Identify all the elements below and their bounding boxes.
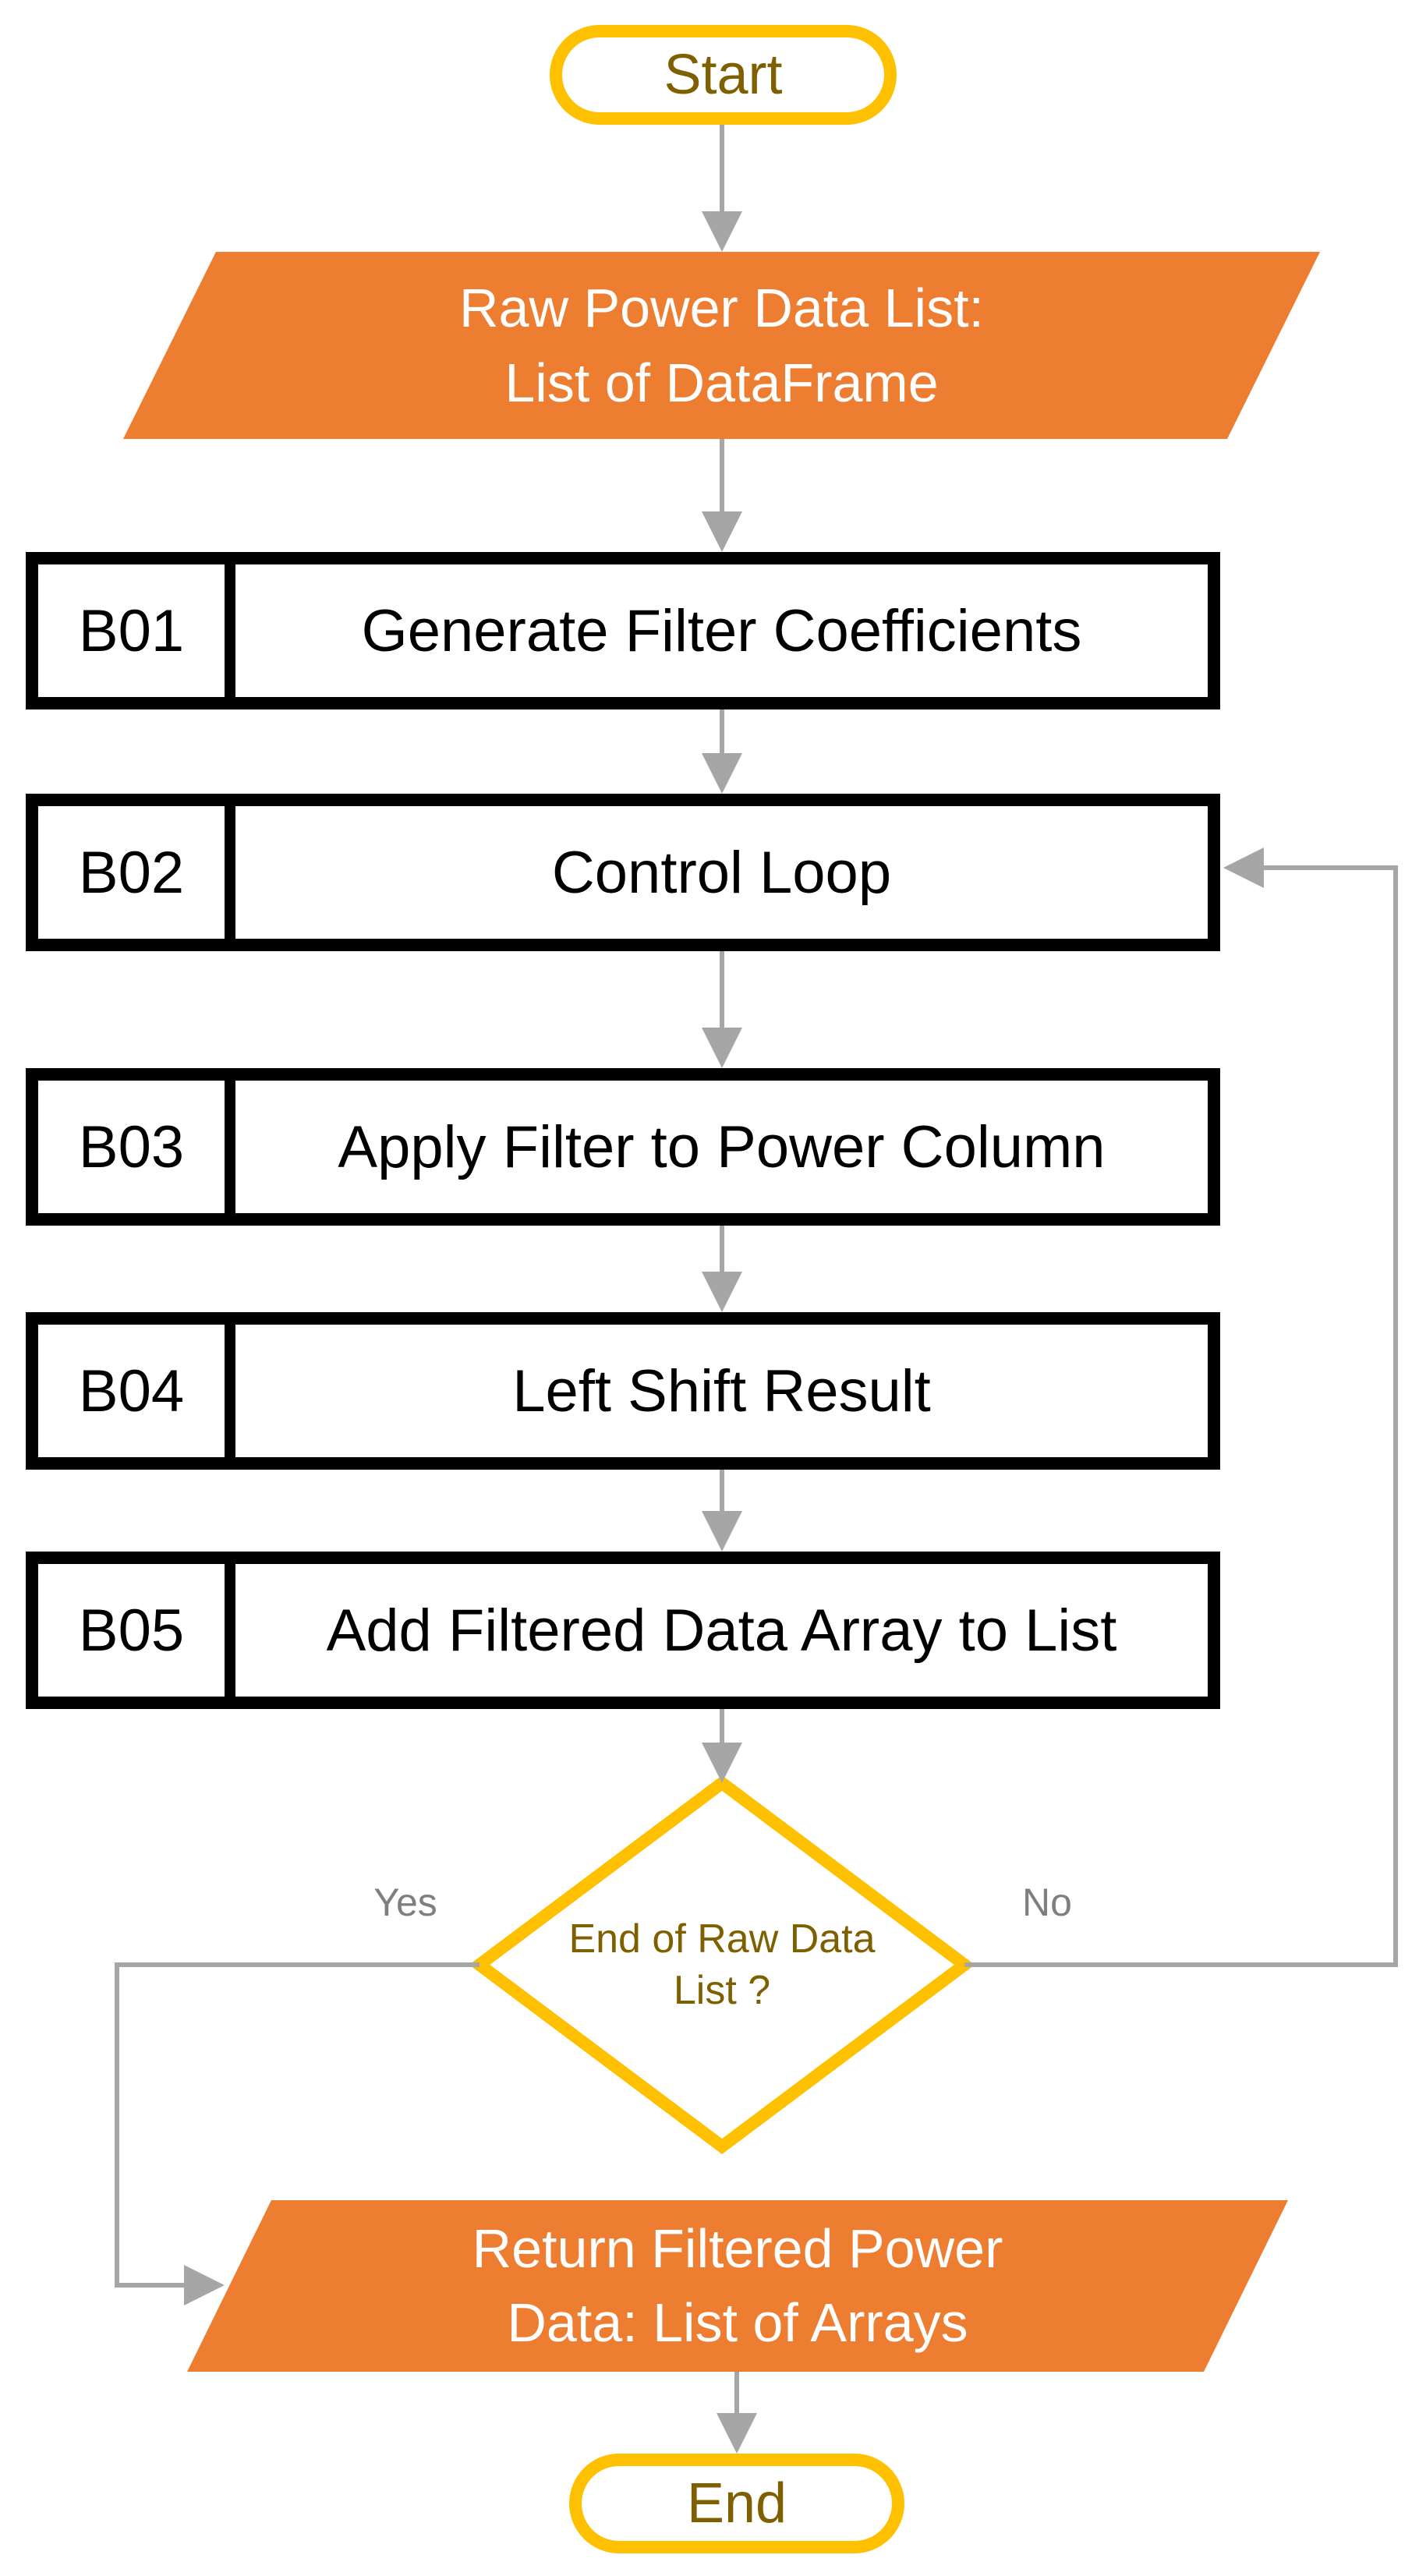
arrowhead-down-icon [702, 511, 742, 552]
process-label-b01: Generate Filter Coefficients [361, 597, 1082, 664]
end-label: End [686, 2472, 787, 2535]
no-branch-label: No [1022, 1881, 1072, 1924]
arrowhead-down-icon [702, 211, 742, 252]
process-id-b04: B04 [38, 1325, 235, 1457]
process-label-b05: Add Filtered Data Array to List [326, 1597, 1117, 1664]
process-id-b02: B02 [38, 806, 235, 939]
connector-b04-to-b05 [702, 1470, 742, 1552]
connector-input-to-b01 [702, 439, 742, 552]
connector-output-to-end [717, 2372, 757, 2454]
connector-b05-to-decision [702, 1709, 742, 1783]
decision-line1: End of Raw Data [568, 1916, 876, 1962]
process-box-b02: B02 Control Loop [26, 794, 1220, 951]
arrowhead-down-icon [702, 1743, 742, 1783]
output-data-line1: Return Filtered Power [472, 2218, 1003, 2279]
connector-b03-to-b04 [702, 1226, 742, 1312]
arrowhead-right-icon [184, 2265, 225, 2305]
connector-start-to-input [702, 125, 742, 252]
input-data-parallelogram: Raw Power Data List: List of DataFrame [123, 252, 1320, 439]
process-label-b04: Left Shift Result [512, 1357, 931, 1424]
connector-yes-branch [115, 1962, 479, 2305]
arrowhead-left-icon [1223, 847, 1264, 888]
process-label-b03: Apply Filter to Power Column [338, 1113, 1106, 1180]
output-data-parallelogram: Return Filtered Power Data: List of Arra… [187, 2200, 1288, 2372]
process-box-b04: B04 Left Shift Result [26, 1312, 1220, 1470]
start-terminal: Start [550, 25, 897, 125]
process-box-b05: B05 Add Filtered Data Array to List [26, 1552, 1220, 1709]
arrowhead-down-icon [702, 1028, 742, 1068]
end-terminal: End [569, 2454, 904, 2553]
decision-question: End of Raw Data List ? [504, 1879, 940, 2051]
process-box-b03: B03 Apply Filter to Power Column [26, 1068, 1220, 1226]
connector-no-loop-to-b02 [964, 847, 1398, 1967]
decision-diamond [469, 1775, 975, 2154]
process-label-b02: Control Loop [551, 839, 892, 906]
arrowhead-down-icon [702, 1272, 742, 1312]
yes-branch-label: Yes [373, 1881, 437, 1924]
decision-line2: List ? [673, 1968, 771, 2013]
process-id-b01: B01 [38, 564, 235, 697]
connector-b01-to-b02 [702, 709, 742, 794]
process-id-b03: B03 [38, 1081, 235, 1213]
arrowhead-down-icon [702, 1511, 742, 1552]
input-data-line2: List of DataFrame [504, 352, 939, 413]
start-label: Start [663, 44, 783, 106]
process-id-b05: B05 [38, 1564, 235, 1697]
arrowhead-down-icon [717, 2413, 757, 2454]
connector-b02-to-b03 [702, 951, 742, 1068]
arrowhead-down-icon [702, 753, 742, 794]
input-data-line1: Raw Power Data List: [458, 278, 985, 338]
process-box-b01: B01 Generate Filter Coefficients [26, 552, 1220, 709]
output-data-line2: Data: List of Arrays [507, 2292, 968, 2353]
